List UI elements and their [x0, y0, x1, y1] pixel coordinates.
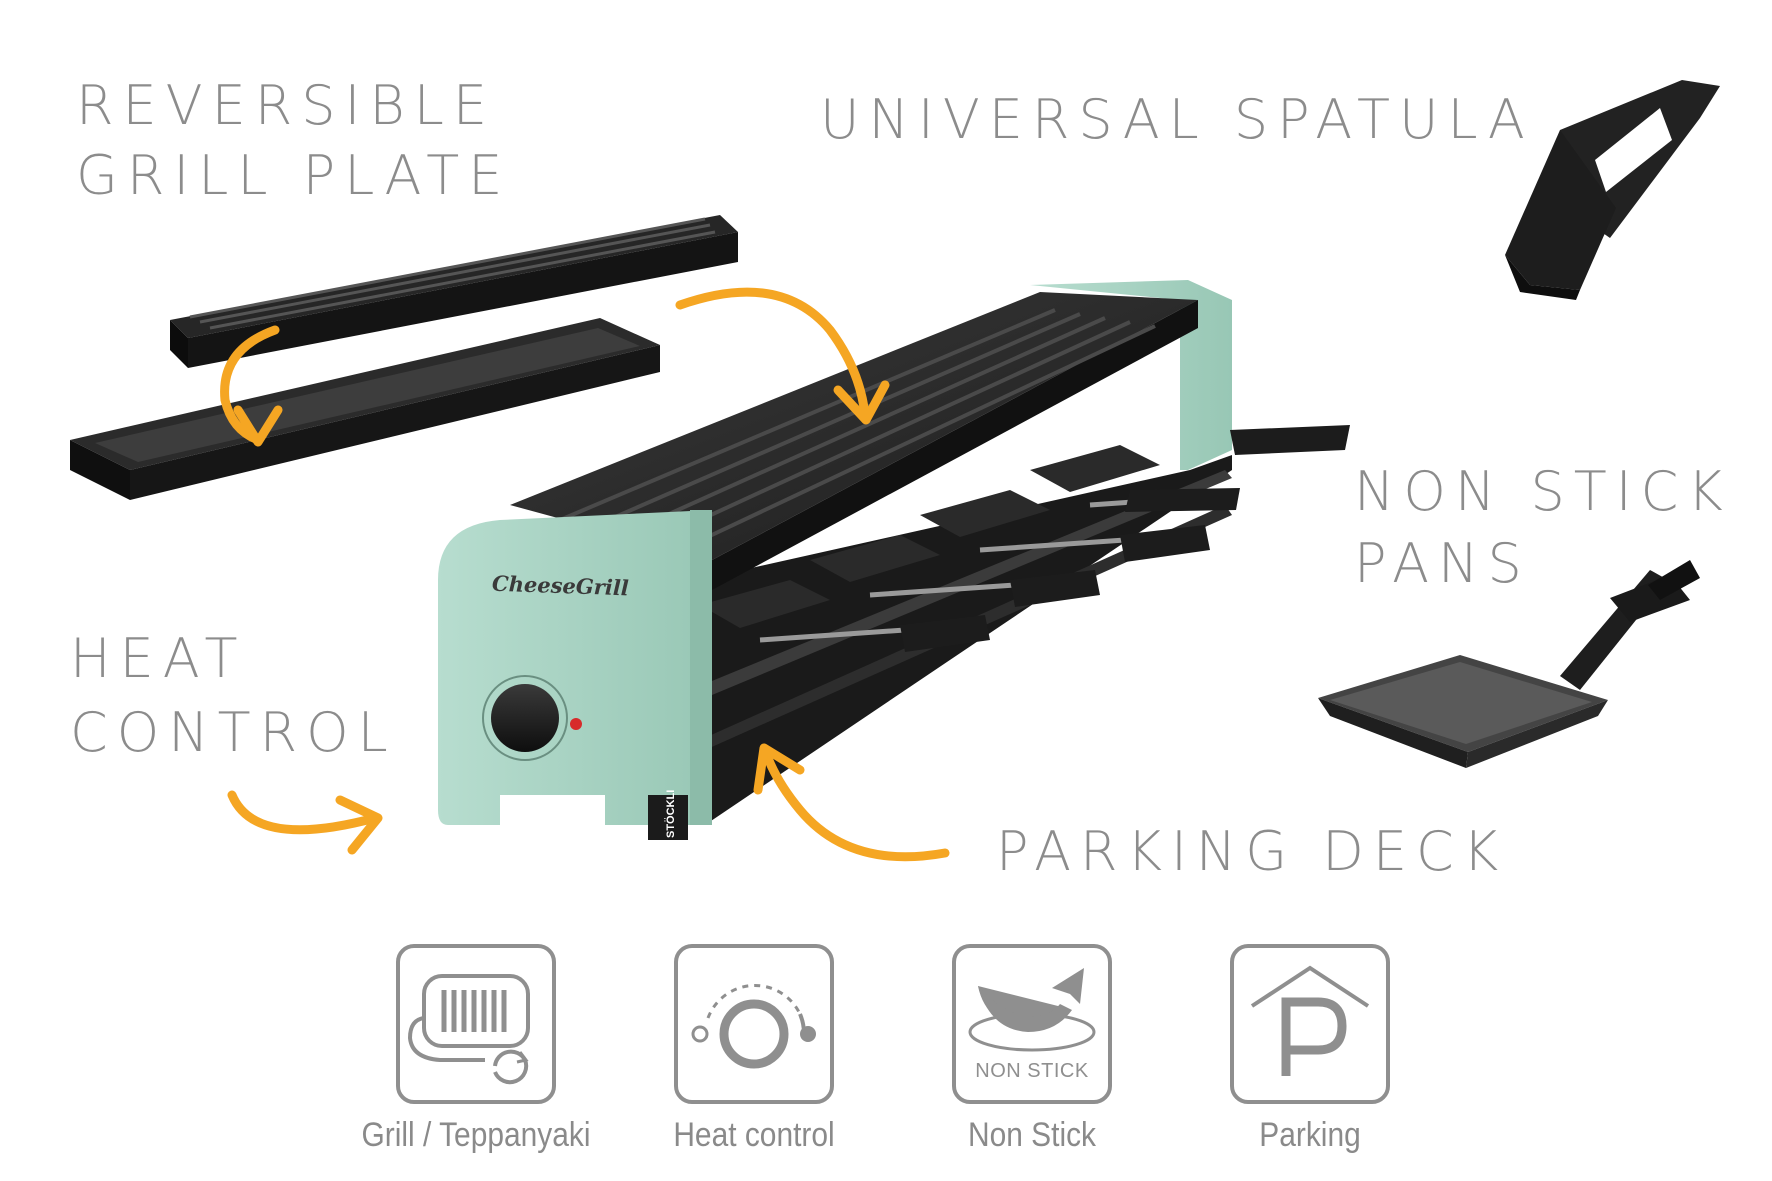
feature-label-heat-control: Heat control: [673, 1116, 835, 1154]
callout-line: grill plate: [76, 144, 512, 207]
feature-label-non-stick: Non Stick: [967, 1116, 1097, 1154]
callout-line: control: [70, 701, 397, 764]
non-stick-icon: [968, 968, 1096, 1052]
universal-spatula-illustration: [1505, 80, 1720, 300]
callout-parking-deck: parking deck: [996, 820, 1508, 883]
feature-heat-control: [674, 944, 834, 1104]
non-stick-badge-text: NON STICK: [975, 1060, 1089, 1082]
callout-heat-control: heat control: [70, 625, 397, 767]
feature-non-stick: NON STICK: [952, 944, 1112, 1104]
brand-logo: CheeseGrill: [491, 570, 630, 601]
callout-line: heat: [70, 627, 247, 690]
feature-label-grill-teppanyaki: Grill / Teppanyaki: [361, 1116, 591, 1154]
non-stick-pan-illustration: [1318, 560, 1700, 768]
callout-reversible-grill-plate: reversible grill plate: [76, 72, 511, 210]
grill-reversible-icon: [407, 974, 530, 1085]
callout-line: reversible: [76, 74, 496, 137]
callout-line: pans: [1354, 532, 1531, 595]
callout-non-stick-pans: non stick pans: [1354, 458, 1732, 598]
callout-universal-spatula: universal spatula: [820, 88, 1534, 151]
reversible-grill-plate-illustration: [70, 215, 738, 500]
callout-line: non stick: [1354, 460, 1732, 523]
heat-dial-icon: [691, 984, 816, 1069]
feature-grill-teppanyaki: [396, 944, 556, 1104]
parking-icon: [1250, 965, 1370, 1076]
callout-arrows: [220, 287, 950, 862]
feature-label-parking: Parking: [1259, 1116, 1361, 1154]
feature-parking: [1230, 944, 1390, 1104]
maker-tag: STÖCKLI: [664, 790, 677, 838]
cheesegrill-appliance-illustration: [438, 280, 1350, 840]
